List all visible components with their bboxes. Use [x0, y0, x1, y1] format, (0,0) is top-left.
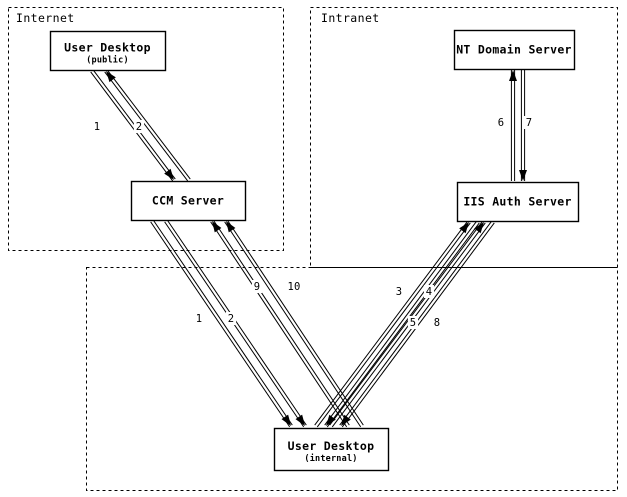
arrowhead [459, 222, 469, 234]
flow-flow-1-public [90, 69, 176, 182]
node-subtitle-user-desktop-internal: (internal) [304, 453, 357, 464]
step-label-backdrop-flow-3-iis [393, 285, 405, 298]
flow-rule-2 [226, 219, 364, 426]
step-label-flow-5-iis: 5 [410, 317, 417, 329]
zone-label-internet: Internet [16, 11, 75, 25]
flow-rule-2 [324, 220, 478, 426]
flow-flow-9-ccm [210, 219, 350, 428]
step-label-backdrop-flow-1-internal [193, 312, 205, 325]
arrowhead [295, 414, 305, 426]
step-label-flow-10-ccm: 10 [287, 281, 300, 293]
arrowhead [212, 221, 222, 233]
step-label-backdrop-flow-4-iis [423, 285, 435, 298]
flow-flow-3-iis [314, 220, 471, 428]
step-label-backdrop-flow-2-internal [225, 312, 237, 325]
arrowhead [281, 414, 291, 426]
node-user-desktop-public[interactable]: User Desktop(public) [49, 30, 167, 72]
zone-boundaries-group: Internet Intranet [8, 7, 618, 491]
message-flow-group [90, 69, 527, 428]
flow-rule-1 [104, 71, 189, 182]
node-title-user-desktop-public: User Desktop [64, 41, 151, 55]
flow-rule-1 [326, 222, 480, 428]
arrowhead [474, 222, 484, 234]
flow-rule-2 [90, 71, 174, 182]
arrowhead [509, 70, 517, 81]
node-user-desktop-internal[interactable]: User Desktop(internal) [273, 427, 390, 472]
step-label-backdrop-flow-8-iis [431, 316, 443, 329]
step-label-backdrop-flow-9-ccm [251, 280, 263, 293]
step-label-backdrop-flow-10-ccm [285, 280, 303, 293]
flow-rule-2 [212, 219, 350, 426]
node-ccm-server[interactable]: CCM Server [130, 180, 247, 222]
step-label-backdrop-flow-6-nt [495, 116, 507, 129]
flow-rule-1 [224, 221, 362, 428]
flow-flow-4-iis [329, 220, 486, 428]
flow-rule-2 [106, 69, 191, 180]
arrowhead [519, 170, 527, 181]
node-title-user-desktop-internal: User Desktop [288, 439, 375, 453]
flow-flow-5-iis [324, 220, 480, 428]
step-label-backdrop-flow-7-nt [523, 116, 535, 129]
flow-flow-2-public [104, 69, 191, 182]
node-nt-domain-server[interactable]: NT Domain Server [453, 29, 576, 71]
flow-rule-1 [166, 219, 307, 426]
step-label-flow-6-nt: 6 [498, 117, 505, 129]
zone-boundary-intranet [310, 7, 618, 268]
step-label-flow-1-internal: 1 [196, 313, 203, 325]
flow-rule-1 [210, 221, 348, 428]
flow-rule-1 [329, 220, 484, 426]
flow-step-labels-group: 1 2 6 7 1 2 9 10 3 4 5 8 [91, 116, 535, 329]
step-label-flow-9-ccm: 9 [254, 281, 261, 293]
flow-rule-1 [314, 220, 469, 426]
node-title-nt-domain-server: NT Domain Server [456, 43, 572, 57]
arrowhead [326, 414, 336, 426]
flow-flow-6-nt [509, 70, 517, 181]
zone-boundary-internet [8, 7, 284, 251]
node-iis-auth-server[interactable]: IIS Auth Server [456, 181, 580, 223]
node-title-iis-auth-server: IIS Auth Server [463, 195, 571, 209]
step-label-backdrop-flow-1-public [91, 120, 103, 133]
step-label-flow-2-public: 2 [136, 121, 143, 133]
arrowhead [106, 71, 116, 83]
step-label-backdrop-flow-2-public [133, 120, 145, 133]
step-label-flow-7-nt: 7 [526, 117, 533, 129]
step-label-flow-4-iis: 4 [426, 286, 433, 298]
arrowhead [341, 414, 351, 426]
step-label-backdrop-flow-5-iis [407, 316, 419, 329]
flow-flow-10-ccm [224, 219, 364, 428]
node-title-ccm-server: CCM Server [152, 194, 224, 208]
node-box-ccm-server[interactable] [130, 180, 247, 222]
step-label-flow-3-iis: 3 [396, 286, 403, 298]
flow-flow-1-internal [150, 219, 293, 428]
node-box-iis-auth-server[interactable] [456, 181, 580, 223]
zone-boundary-internal [86, 267, 618, 491]
node-box-nt-domain-server[interactable] [453, 29, 576, 71]
zone-label-intranet: Intranet [321, 11, 380, 25]
flow-rule-1 [341, 222, 495, 428]
node-subtitle-user-desktop-public: (public) [86, 55, 129, 66]
node-box-user-desktop-public[interactable] [49, 30, 167, 72]
flow-rule-2 [316, 222, 471, 428]
flow-rule-1 [152, 219, 293, 426]
flow-rule-2 [150, 221, 291, 428]
node-box-user-desktop-internal[interactable] [273, 427, 390, 472]
arrowhead [226, 221, 236, 233]
step-label-flow-1-public: 1 [94, 121, 101, 133]
arrowhead [164, 168, 174, 180]
step-label-flow-2-internal: 2 [228, 313, 235, 325]
step-label-flow-8-iis: 8 [434, 317, 441, 329]
